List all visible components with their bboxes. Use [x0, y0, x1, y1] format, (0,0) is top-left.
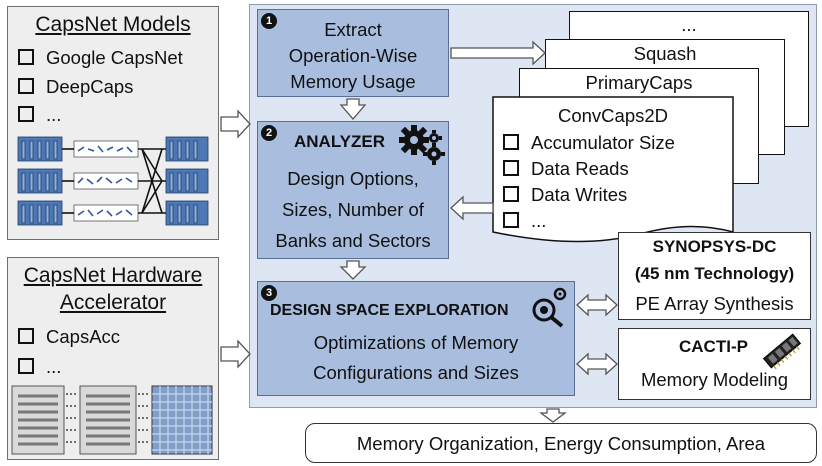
- analyzer-title: ANALYZER: [294, 132, 385, 151]
- dse-line-1: Optimizations of Memory: [313, 332, 519, 353]
- cacti-p-box: CACTI-P Memory Modeling: [618, 328, 811, 400]
- hardware-title-line1: CapsNet Hardware: [23, 264, 203, 287]
- dse-title: DESIGN SPACE EXPLORATION: [270, 302, 509, 319]
- convcaps2d-content: ConvCaps2D Accumulator Size Data Reads D…: [493, 97, 733, 237]
- capsnet-models-panel: CapsNet Models Google CapsNet DeepCaps .…: [7, 6, 219, 240]
- checkbox-icon: [503, 160, 519, 176]
- models-to-framework-arrow: [220, 109, 251, 139]
- memory-chip-icon: [762, 333, 802, 370]
- magnifier-gear-icon: [532, 287, 567, 328]
- hardware-item-more: ...: [18, 356, 61, 378]
- convcaps2d-title: ConvCaps2D: [557, 105, 669, 126]
- gears-icon: [399, 125, 445, 165]
- step1-line-3: Memory Usage: [290, 71, 416, 92]
- step2-to-step3-arrow: [339, 260, 367, 280]
- extract-memory-usage-block: 1 Extract Operation-Wise Memory Usage: [257, 9, 449, 97]
- analyzer-line-2: Sizes, Number of: [282, 199, 424, 220]
- cacti-title: CACTI-P: [679, 337, 748, 356]
- checkbox-icon: [18, 49, 34, 65]
- design-space-exploration-block: 3 DESIGN SPACE EXPLORATION Optimizations…: [257, 281, 575, 396]
- synopsys-subtitle: PE Array Synthesis: [635, 293, 794, 314]
- output-label: Memory Organization, Energy Consumption,…: [356, 433, 766, 454]
- dse-cacti-double-arrow: [576, 352, 618, 376]
- model-item-deepcaps: DeepCaps: [18, 76, 133, 98]
- step1-to-pages-arrow: [450, 40, 546, 66]
- model-item-more: ...: [18, 104, 61, 126]
- hardware-title-line2: Accelerator: [59, 291, 167, 314]
- hardware-item-capsacc: CapsAcc: [18, 326, 120, 348]
- convcaps-item-data-writes: Data Writes: [503, 184, 627, 206]
- page-squash-label: Squash: [633, 43, 697, 64]
- capsnet-network-icon: [17, 136, 209, 226]
- checkbox-icon: [18, 328, 34, 344]
- analyzer-block: 2 ANALYZER Design Options, Sizes, Number…: [257, 121, 449, 259]
- step-2-badge: 2: [261, 125, 277, 141]
- cacti-subtitle: Memory Modeling: [640, 369, 789, 390]
- hardware-accelerator-panel: CapsNet Hardware Accelerator CapsAcc ...: [7, 257, 219, 460]
- convcaps-item-data-reads: Data Reads: [503, 158, 629, 180]
- page-back-label: ...: [681, 14, 697, 35]
- convcaps-item-more: ...: [503, 210, 546, 232]
- checkbox-icon: [503, 186, 519, 202]
- output-box: Memory Organization, Energy Consumption,…: [305, 423, 817, 463]
- checkbox-icon: [503, 212, 519, 228]
- checkbox-icon: [18, 106, 34, 122]
- convcaps-item-accumulator: Accumulator Size: [503, 132, 675, 154]
- hardware-to-framework-arrow: [220, 339, 251, 369]
- step-1-badge: 1: [261, 13, 277, 29]
- model-item-google-capsnet: Google CapsNet: [18, 47, 183, 69]
- framework-to-output-arrow: [539, 408, 567, 423]
- dse-line-2: Configurations and Sizes: [313, 362, 519, 383]
- synopsys-dc-box: SYNOPSYS-DC (45 nm Technology) PE Array …: [618, 232, 811, 320]
- step1-to-step2-arrow: [339, 98, 367, 120]
- pages-to-analyzer-arrow: [450, 195, 494, 221]
- analyzer-line-3: Banks and Sectors: [275, 230, 431, 251]
- checkbox-icon: [18, 78, 34, 94]
- step1-line-1: Extract: [324, 19, 382, 40]
- checkbox-icon: [18, 358, 34, 374]
- synopsys-title-line1: SYNOPSYS-DC: [652, 237, 777, 256]
- dse-synopsys-double-arrow: [576, 293, 618, 317]
- step-3-badge: 3: [261, 285, 277, 301]
- synopsys-title-line2: (45 nm Technology): [634, 264, 795, 283]
- capsnet-models-title: CapsNet Models: [35, 13, 191, 36]
- analyzer-line-1: Design Options,: [287, 168, 419, 189]
- accelerator-array-icon: [11, 385, 213, 455]
- page-primarycaps-label: PrimaryCaps: [585, 72, 693, 93]
- step1-line-2: Operation-Wise: [288, 45, 418, 66]
- checkbox-icon: [503, 134, 519, 150]
